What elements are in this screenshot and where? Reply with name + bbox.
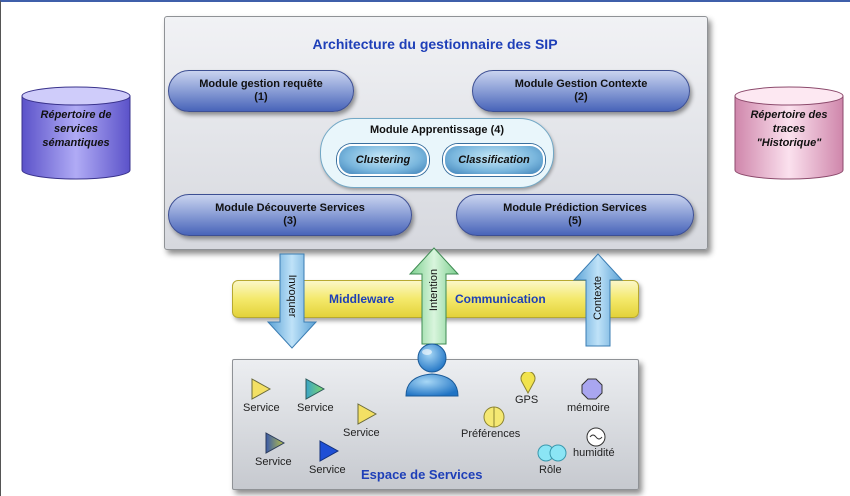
role-label: Rôle [539,464,562,476]
humidity-icon [586,427,606,447]
memory-icon [581,378,603,400]
semantic-services-repository: Répertoire de services sémantiques [20,86,132,182]
history-repository-label: Répertoire des traces "Historique" [750,109,828,149]
service-label: Service [297,402,334,414]
history-traces-repository: Répertoire des traces "Historique" [733,86,845,182]
service-icon [305,378,325,400]
module-context-management: Module Gestion Contexte (2) [472,70,690,112]
middleware-label: Middleware [329,292,395,306]
module-learning: Module Apprentissage (4) Clustering Clas… [320,118,554,188]
clustering-submodule: Clustering [337,144,429,176]
classification-submodule: Classification [443,144,545,176]
database-icon [21,86,131,180]
database-icon [734,86,844,180]
service-label: Service [255,456,292,468]
service-label: Service [343,427,380,439]
service-label: Service [309,464,346,476]
invoke-arrow-label: Invoquer [286,274,298,318]
services-space-title: Espace de Services [361,467,483,482]
service-label: Service [243,402,280,414]
service-icon [265,432,285,454]
module-learning-title: Module Apprentissage (4) [369,124,505,136]
architecture-title: Architecture du gestionnaire des SIP [312,36,558,52]
invoke-arrow [266,253,318,349]
gps-label: GPS [515,394,539,406]
module-service-prediction: Module Prédiction Services (5) [456,194,694,236]
memory-label: mémoire [567,402,610,414]
gps-pin-icon [520,372,536,394]
module-request-management: Module gestion requête (1) [168,70,354,112]
service-icon [251,378,271,400]
context-arrow-label: Contexte [592,275,604,321]
semantic-repository-label: Répertoire de services sémantiques [40,109,112,149]
service-icon [319,440,339,462]
preferences-label: Préférences [461,428,521,440]
communication-label: Communication [455,292,546,306]
context-arrow [572,253,624,347]
humidity-label: humidité [573,447,615,459]
intention-arrow-label: Intention [428,268,440,312]
user-icon [405,343,459,397]
preferences-icon [483,406,505,428]
module-service-discovery: Module Découverte Services (3) [168,194,412,236]
service-icon [357,403,377,425]
role-icon [537,444,567,462]
